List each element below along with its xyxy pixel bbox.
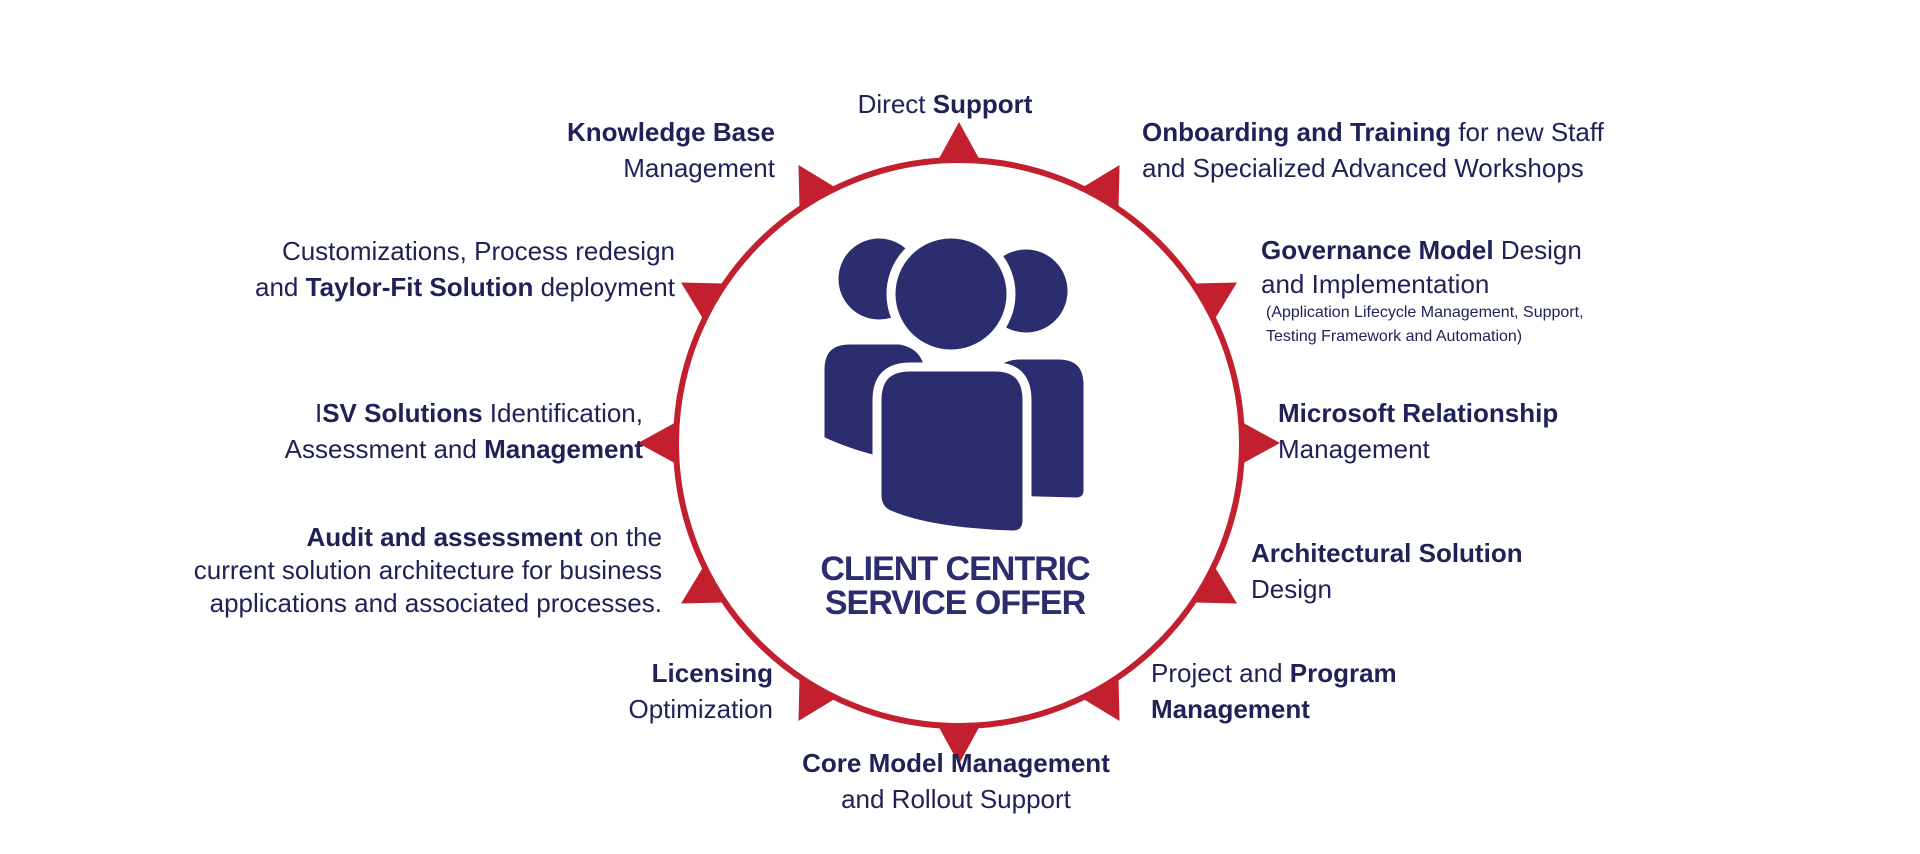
item-microsoft: Microsoft Relationship Management	[1278, 395, 1558, 467]
center-title-line1: CLIENT CENTRIC	[820, 550, 1090, 588]
item-text: Project and	[1151, 658, 1290, 688]
item-text: Assessment and	[284, 434, 485, 464]
item-text-bold: Architectural Solution	[1251, 538, 1523, 568]
item-text-bold: Audit and assessment	[306, 522, 583, 552]
item-text: and	[255, 272, 306, 302]
item-audit: Audit and assessment on the current solu…	[194, 521, 662, 620]
item-text: and Specialized Advanced Workshops	[1142, 153, 1584, 183]
item-onboarding: Onboarding and Training for new Staff an…	[1142, 114, 1604, 186]
item-text-bold: Onboarding and Training	[1142, 117, 1452, 147]
item-text-bold: Management	[1151, 694, 1310, 724]
item-text: Design	[1493, 235, 1582, 265]
item-core-model: Core Model Management and Rollout Suppor…	[802, 745, 1110, 817]
item-text: Optimization	[628, 694, 774, 724]
item-text: and Rollout Support	[841, 784, 1071, 814]
ring-spike	[638, 420, 680, 466]
item-text: Design	[1251, 574, 1332, 604]
ring-spike	[936, 122, 982, 164]
item-project: Project and Program Management	[1151, 655, 1397, 727]
item-text: deployment	[533, 272, 675, 302]
item-text: Customizations, Process redesign	[281, 236, 675, 266]
item-text-bold: Support	[932, 89, 1033, 119]
item-subtext: Testing Framework and Automation)	[1266, 328, 1523, 345]
center-title-line2: SERVICE OFFER	[824, 584, 1086, 622]
center-title: CLIENT CENTRIC SERVICE OFFER	[820, 550, 1090, 622]
item-text-bold: Management	[484, 434, 643, 464]
item-text: on the	[582, 522, 662, 552]
ring-spike	[1238, 420, 1280, 466]
item-subtext: (Application Lifecycle Management, Suppo…	[1266, 304, 1584, 321]
item-text-bold: Core Model Management	[802, 748, 1110, 778]
item-text: Identification,	[482, 398, 643, 428]
item-knowledge-base: Knowledge Base Management	[567, 114, 775, 186]
item-text-bold: Program	[1289, 658, 1397, 688]
item-isv: ISV Solutions Identification, Assessment…	[285, 395, 643, 467]
item-text: for new Staff	[1451, 117, 1604, 147]
item-text-bold: Microsoft Relationship	[1278, 398, 1559, 428]
item-text-bold: Taylor-Fit Solution	[305, 272, 534, 302]
item-text: current solution architecture for busine…	[193, 555, 662, 585]
item-text: Management	[623, 153, 775, 183]
item-text-bold: Knowledge Base	[566, 117, 775, 147]
item-text: Direct	[857, 89, 933, 119]
people-group-icon	[815, 229, 1093, 540]
item-text: I	[314, 398, 323, 428]
item-text: and Implementation	[1261, 269, 1490, 299]
item-text-bold: Licensing	[651, 658, 773, 688]
item-text: Management	[1278, 434, 1430, 464]
item-governance: Governance Model Design and Implementati…	[1261, 233, 1584, 349]
item-licensing: Licensing Optimization	[629, 655, 774, 727]
item-direct-support: Direct Support	[858, 86, 1033, 122]
ring-spike	[936, 722, 982, 764]
item-architectural: Architectural Solution Design	[1251, 535, 1523, 607]
item-text-bold: SV Solutions	[322, 398, 483, 428]
item-text: applications and associated processes.	[209, 588, 662, 618]
item-text-bold: Governance Model	[1261, 235, 1494, 265]
item-customizations: Customizations, Process redesign and Tay…	[255, 233, 675, 305]
